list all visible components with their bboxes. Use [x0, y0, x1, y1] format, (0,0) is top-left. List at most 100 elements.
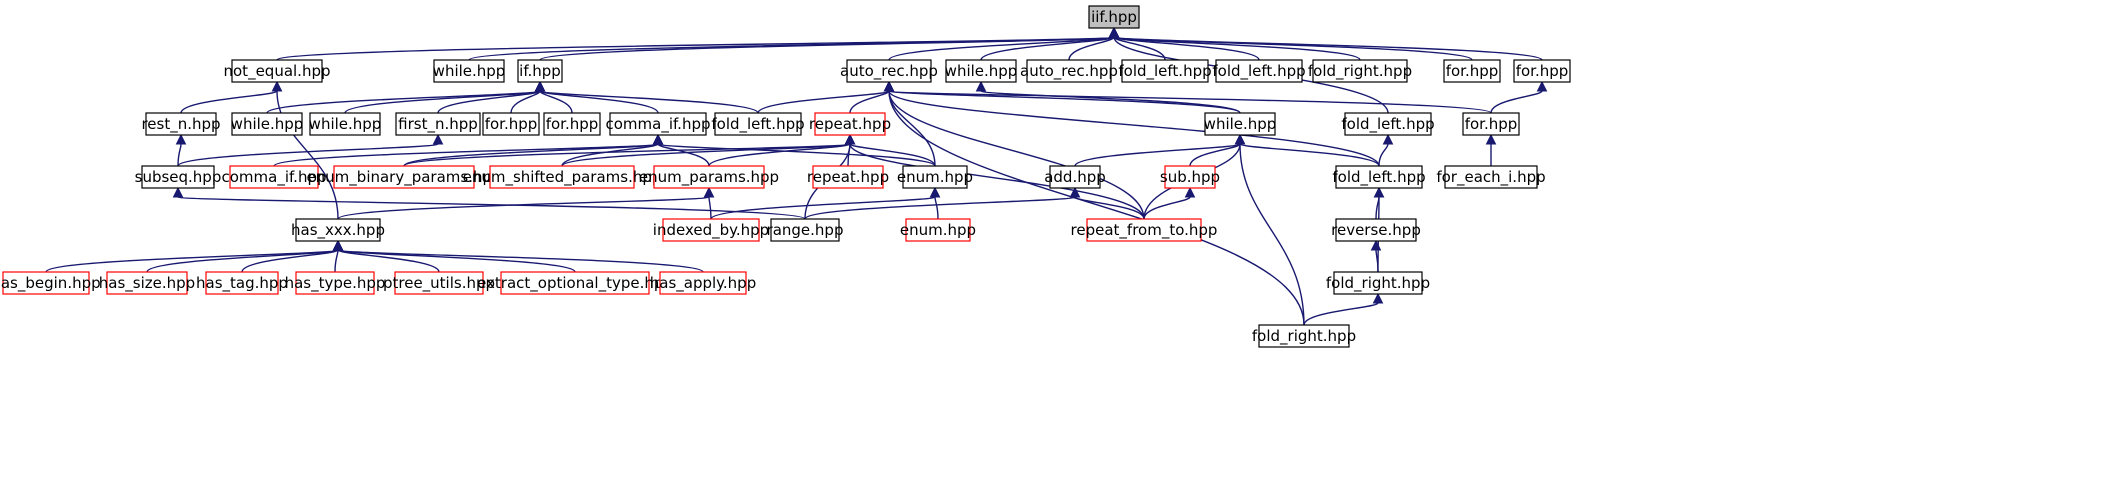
node-label: fold_left.hpp [1212, 62, 1305, 81]
node-label: reverse.hpp [1331, 221, 1421, 239]
node-label: has_apply.hpp [650, 274, 756, 293]
node-box [1335, 165, 1423, 189]
node-box [333, 165, 475, 189]
node-fold-right-a[interactable]: fold_right.hpp [1308, 59, 1412, 83]
node-for-d[interactable]: for.hpp [543, 112, 601, 136]
edge-n_enum_b-to-n_enum_a [929, 186, 941, 220]
node-fold-left-a[interactable]: fold_left.hpp [1118, 59, 1212, 83]
node-if[interactable]: if.hpp [517, 59, 563, 83]
node-box [229, 165, 319, 189]
node-box [1121, 59, 1209, 83]
edge-n_for_each_i-to-n_for_e [1485, 133, 1497, 166]
node-label: fold_left.hpp [711, 115, 804, 134]
node-iif[interactable]: iif.hpp [1088, 5, 1140, 29]
node-label: for.hpp [1465, 115, 1518, 133]
node-label: repeat.hpp [809, 115, 891, 133]
node-box [395, 112, 481, 136]
node-label: repeat_from_to.hpp [1071, 221, 1218, 240]
node-label: fold_left.hpp [1332, 168, 1425, 187]
node-box [231, 112, 303, 136]
node-range[interactable]: range.hpp [767, 218, 844, 242]
node-subseq[interactable]: subseq.hpp [135, 165, 222, 189]
node-label: for.hpp [1446, 62, 1499, 80]
edge-n_fold_right_c-to-n_fold_right_b [1303, 292, 1384, 326]
node-not-equal[interactable]: not_equal.hpp [224, 59, 331, 83]
node-reverse[interactable]: reverse.hpp [1331, 218, 1421, 242]
node-while-e[interactable]: while.hpp [1204, 112, 1277, 136]
node-box [846, 59, 932, 83]
node-fold-left-c[interactable]: fold_left.hpp [711, 112, 805, 136]
node-enum-params[interactable]: enum_params.hpp [639, 165, 779, 189]
edge-n_subseq-to-n_first_n [177, 133, 444, 167]
node-auto-rec-a[interactable]: auto_rec.hpp [840, 59, 938, 83]
node-while-c[interactable]: while.hpp [231, 112, 304, 136]
node-repeat-b[interactable]: repeat.hpp [807, 165, 889, 189]
node-sub[interactable]: sub.hpp [1160, 165, 1220, 189]
node-comma-if-b[interactable]: comma_if.hpp [221, 165, 327, 189]
edge-n_subseq-to-n_rest_n [175, 133, 187, 167]
node-box [543, 112, 601, 136]
node-label: not_equal.hpp [224, 62, 331, 81]
node-box [205, 271, 279, 295]
node-box [231, 59, 323, 83]
node-box [1088, 5, 1140, 29]
node-label: extract_optional_type.hpp [477, 274, 673, 293]
node-while-a[interactable]: while.hpp [433, 59, 506, 83]
node-label: while.hpp [231, 115, 304, 133]
edge-n_for_e-to-n_auto_rec_a [883, 80, 1492, 114]
node-ptree-utils[interactable]: ptree_utils.hpp [383, 271, 495, 295]
node-box [517, 59, 563, 83]
edge-n_sub-to-n_while_e [1189, 133, 1246, 167]
node-box [1312, 59, 1408, 83]
edge-n_fold_left_c-to-n_if [534, 80, 759, 114]
node-auto-rec-b[interactable]: auto_rec.hpp [1020, 59, 1118, 83]
node-for-e[interactable]: for.hpp [1462, 112, 1520, 136]
node-fold-left-b[interactable]: fold_left.hpp [1212, 59, 1306, 83]
node-box [714, 112, 802, 136]
node-for-a[interactable]: for.hpp [1443, 59, 1501, 83]
node-rest-n[interactable]: rest_n.hpp [141, 112, 221, 136]
node-has-begin[interactable]: has_begin.hpp [0, 271, 101, 295]
node-while-b[interactable]: while.hpp [945, 59, 1018, 83]
node-repeat-a[interactable]: repeat.hpp [809, 112, 891, 136]
edge-n_range-to-n_subseq [172, 186, 806, 220]
node-enum-shifted[interactable]: enum_shifted_params.hpp [463, 165, 662, 189]
node-enum-b[interactable]: enum.hpp [900, 218, 976, 242]
node-label: while.hpp [433, 62, 506, 80]
node-box [295, 271, 375, 295]
node-fold-left-e[interactable]: fold_left.hpp [1332, 165, 1426, 189]
node-repeat-from-to[interactable]: repeat_from_to.hpp [1071, 218, 1218, 242]
edge-n_while_e-to-n_while_b [975, 80, 1241, 114]
node-add[interactable]: add.hpp [1044, 165, 1106, 189]
node-has-apply[interactable]: has_apply.hpp [650, 271, 756, 295]
node-indexed-by[interactable]: indexed_by.hpp [653, 218, 769, 242]
edge-n_not_equal-to-n_iif [276, 26, 1120, 61]
edge-n_auto_rec_a-to-n_iif [888, 26, 1120, 61]
node-label: for.hpp [485, 115, 538, 133]
node-label: while.hpp [309, 115, 382, 133]
node-for-c[interactable]: for.hpp [482, 112, 540, 136]
node-first-n[interactable]: first_n.hpp [395, 112, 481, 136]
node-label: enum_params.hpp [639, 168, 779, 187]
edge-n_enum_shifted-to-n_repeat_a [561, 133, 856, 167]
node-while-d[interactable]: while.hpp [309, 112, 382, 136]
node-has-type[interactable]: has_type.hpp [285, 271, 386, 295]
node-box [482, 112, 540, 136]
node-fold-left-d[interactable]: fold_left.hpp [1341, 112, 1435, 136]
node-box [662, 218, 760, 242]
node-label: fold_left.hpp [1341, 115, 1434, 134]
node-has-tag[interactable]: has_tag.hpp [196, 271, 288, 295]
node-for-each-i[interactable]: for_each_i.hpp [1436, 165, 1546, 189]
node-enum-binary[interactable]: enum_binary_params.hpp [306, 165, 502, 189]
node-enum-a[interactable]: enum.hpp [897, 165, 973, 189]
node-box [1513, 59, 1571, 83]
node-label: for_each_i.hpp [1436, 168, 1545, 187]
node-for-b[interactable]: for.hpp [1513, 59, 1571, 83]
node-comma-if-a[interactable]: comma_if.hpp [605, 112, 711, 136]
node-fold-right-b[interactable]: fold_right.hpp [1326, 271, 1430, 295]
node-extract-optional[interactable]: extract_optional_type.hpp [477, 271, 673, 295]
node-fold-right-c[interactable]: fold_right.hpp [1252, 324, 1356, 348]
node-label: fold_left.hpp [1118, 62, 1211, 81]
node-has-xxx[interactable]: has_xxx.hpp [291, 218, 385, 242]
node-has-size[interactable]: has_size.hpp [99, 271, 195, 295]
